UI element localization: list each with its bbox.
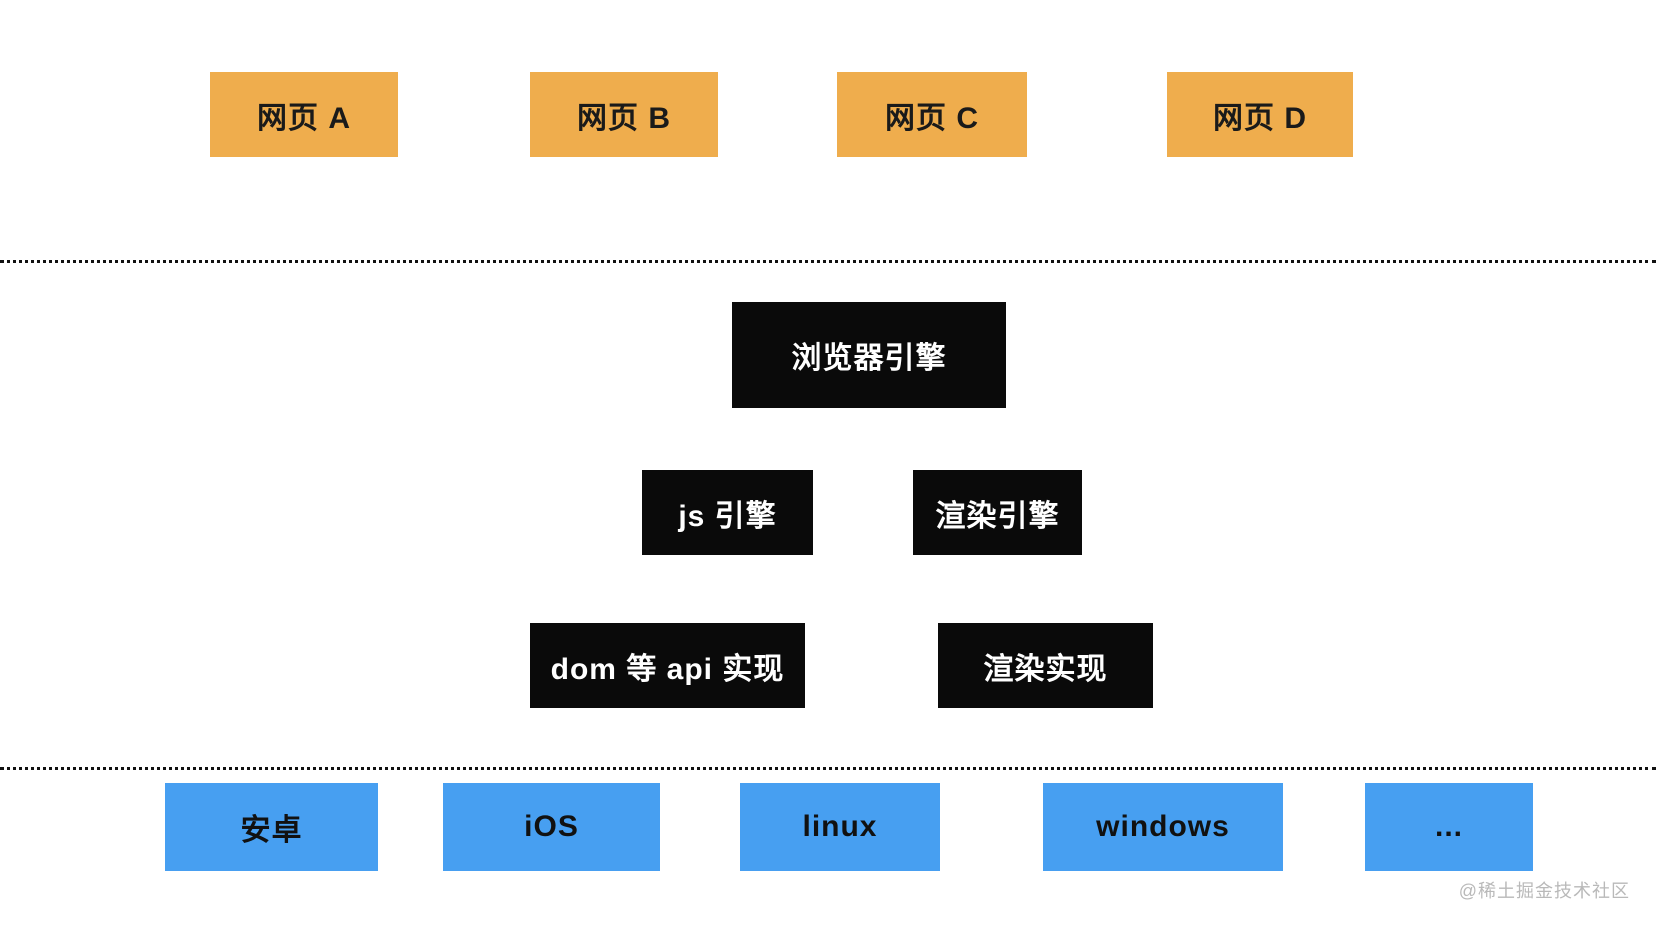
browser-engine-box: 浏览器引擎 [732, 302, 1006, 408]
dotted-separator-bottom [0, 767, 1656, 770]
platform-more-box: ... [1365, 783, 1533, 871]
webpage-a-box: 网页 A [210, 72, 398, 157]
webpage-d-box: 网页 D [1167, 72, 1353, 157]
render-engine-box: 渲染引擎 [913, 470, 1082, 555]
dotted-separator-top [0, 260, 1656, 263]
dom-api-impl-box: dom 等 api 实现 [530, 623, 805, 708]
juejin-watermark: @稀土掘金技术社区 [1458, 881, 1630, 901]
webpage-c-box: 网页 C [837, 72, 1027, 157]
webpage-b-box: 网页 B [530, 72, 718, 157]
platform-android-box: 安卓 [165, 783, 378, 871]
js-engine-box: js 引擎 [642, 470, 813, 555]
platform-linux-box: linux [740, 783, 940, 871]
platform-windows-box: windows [1043, 783, 1283, 871]
platform-ios-box: iOS [443, 783, 660, 871]
render-impl-box: 渲染实现 [938, 623, 1153, 708]
